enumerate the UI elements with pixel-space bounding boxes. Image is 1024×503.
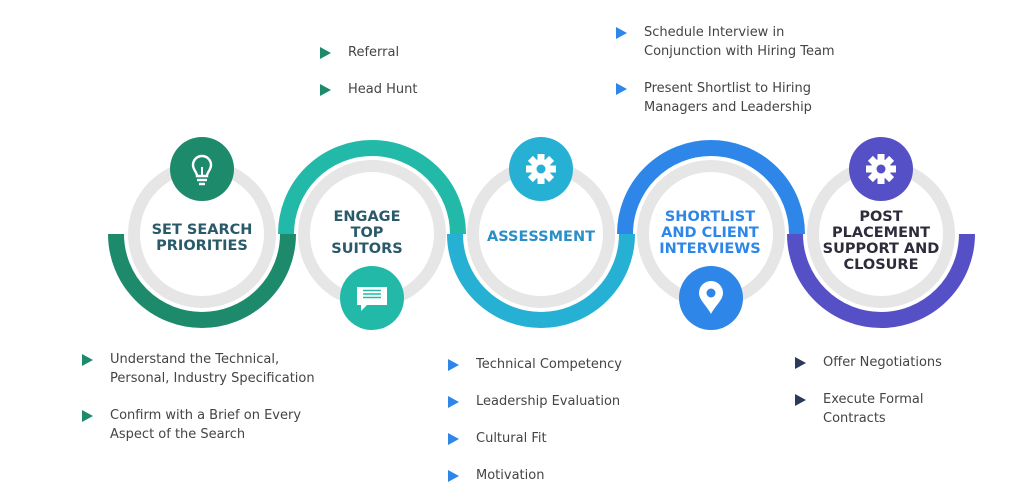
bullet-text: Cultural Fit [476, 431, 547, 446]
bullet-text: Technical Competency [476, 357, 622, 372]
bullet-item: Present Shortlist to Hiring Managers and… [616, 79, 866, 117]
stage-1-bullets: Understand the Technical, Personal, Indu… [82, 350, 342, 462]
stage-2-arc [278, 140, 466, 235]
triangle-bullet-icon [448, 396, 459, 408]
triangle-bullet-icon [448, 470, 459, 482]
stage-3-bullets: Technical Competency Leadership Evaluati… [448, 355, 668, 503]
stage-4-label: SHORTLIST AND CLIENT INTERVIEWS [659, 209, 761, 257]
stage-1-label: SET SEARCH PRIORITIES [151, 222, 253, 254]
bullet-text: Head Hunt [348, 82, 418, 97]
stage-4-bullets: Schedule Interview in Conjunction with H… [616, 23, 866, 135]
bullet-item: Leadership Evaluation [448, 392, 668, 411]
stage-1-arc [108, 233, 296, 328]
gear-icon [509, 137, 573, 201]
gear-icon [849, 137, 913, 201]
stage-5-arc [787, 233, 975, 328]
triangle-bullet-icon [795, 357, 806, 369]
bullet-text: Present Shortlist to Hiring Managers and… [644, 81, 812, 115]
bullet-text: Schedule Interview in Conjunction with H… [644, 25, 835, 59]
bullet-text: Motivation [476, 468, 545, 483]
bullet-item: Confirm with a Brief on Every Aspect of … [82, 406, 342, 444]
bullet-item: Motivation [448, 466, 668, 485]
triangle-bullet-icon [616, 83, 627, 95]
chat-icon [340, 266, 404, 330]
triangle-bullet-icon [448, 359, 459, 371]
stage-2-bullets: Referral Head Hunt [320, 43, 520, 117]
stage-5-bullets: Offer Negotiations Execute Formal Contra… [795, 353, 995, 446]
bullet-text: Leadership Evaluation [476, 394, 621, 409]
triangle-bullet-icon [795, 394, 806, 406]
stage-3-arc [447, 233, 635, 328]
lightbulb-icon [170, 137, 234, 201]
bullet-item: Head Hunt [320, 80, 520, 99]
triangle-bullet-icon [616, 27, 627, 39]
bullet-item: Execute Formal Contracts [795, 390, 995, 428]
triangle-bullet-icon [82, 354, 93, 366]
bullet-item: Referral [320, 43, 520, 62]
bullet-text: Referral [348, 45, 400, 60]
bullet-item: Schedule Interview in Conjunction with H… [616, 23, 866, 61]
stage-3-label: ASSESSMENT [487, 229, 595, 245]
bullet-item: Understand the Technical, Personal, Indu… [82, 350, 342, 388]
bullet-text: Confirm with a Brief on Every Aspect of … [110, 408, 302, 442]
bullet-text: Execute Formal Contracts [823, 392, 924, 426]
triangle-bullet-icon [320, 84, 331, 96]
bullet-item: Cultural Fit [448, 429, 668, 448]
bullet-text: Understand the Technical, Personal, Indu… [110, 352, 315, 386]
triangle-bullet-icon [320, 47, 331, 59]
triangle-bullet-icon [82, 410, 93, 422]
bullet-item: Technical Competency [448, 355, 668, 374]
bullet-text: Offer Negotiations [823, 355, 942, 370]
stage-2-label: ENGAGE TOP SUITORS [331, 209, 403, 257]
bullet-item: Offer Negotiations [795, 353, 995, 372]
stage-4-arc [617, 140, 805, 235]
location-pin-icon [679, 266, 743, 330]
stage-5-label: POST PLACEMENT SUPPORT AND CLOSURE [822, 209, 940, 273]
triangle-bullet-icon [448, 433, 459, 445]
